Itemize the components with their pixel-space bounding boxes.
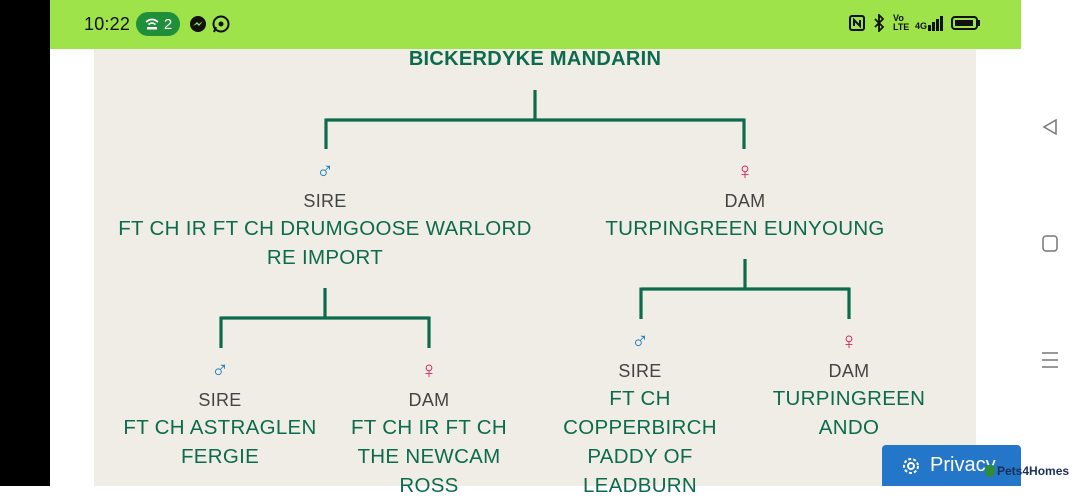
dam-role-label: DAM <box>724 191 766 211</box>
female-symbol-icon: ♀ <box>420 357 438 384</box>
sire-name-line1: FT CH IR FT CH DRUMGOOSE WARLORD <box>118 217 532 240</box>
menu-lines-icon[interactable] <box>1041 351 1059 369</box>
signal-4g-icon: 4G <box>914 15 943 31</box>
brand-watermark: Pets4Homes <box>985 464 1069 478</box>
privacy-button[interactable]: Privacy <box>882 445 1021 486</box>
hotspot-count: 2 <box>163 15 173 33</box>
home-square-icon[interactable] <box>1042 235 1058 252</box>
pedigree-panel: BICKERDYKE MANDARIN ♂ SIRE FT CH IR FT C… <box>94 48 976 497</box>
female-symbol-icon: ♀ <box>736 158 754 185</box>
sire-sire-role-label: SIRE <box>198 390 242 410</box>
left-edge-bar <box>0 0 50 486</box>
hotspot-badge: 2 <box>136 12 180 36</box>
dam-dam-name-line1: TURPINGREEN <box>772 387 926 410</box>
gear-icon <box>903 457 919 474</box>
brand-text: Pets4Homes <box>997 464 1070 478</box>
dam-name-line1: TURPINGREEN EUNYOUNG <box>605 217 885 240</box>
navigation-bar <box>1021 0 1080 486</box>
dam-sire-name-line3: PADDY OF <box>587 445 693 468</box>
root-dog-name: BICKERDYKE MANDARIN <box>408 48 662 70</box>
status-bar: 10:22 2 Vo LTE 4G <box>50 0 1021 49</box>
male-symbol-icon: ♂ <box>211 357 229 384</box>
back-triangle-icon[interactable] <box>1041 118 1059 136</box>
right-status-icons: Vo LTE 4G <box>848 13 981 32</box>
privacy-label: Privacy <box>930 454 996 476</box>
wifi-hotspot-icon <box>145 18 159 30</box>
status-time: 10:22 <box>84 14 131 34</box>
messenger-icon <box>190 16 206 32</box>
male-symbol-icon: ♂ <box>316 158 334 185</box>
male-symbol-icon: ♂ <box>631 328 649 355</box>
sire-sire-name-line2: FERGIE <box>180 445 260 468</box>
whatsapp-icon <box>212 15 230 33</box>
sire-dam-name-line1: FT CH IR FT CH <box>350 416 508 439</box>
pedigree-connector-lines <box>219 90 851 348</box>
volte-icon: Vo LTE <box>892 13 910 32</box>
dam-sire-name-line2: COPPERBIRCH <box>563 416 717 439</box>
dam-dam-role-label: DAM <box>828 361 870 381</box>
sire-dam-role-label: DAM <box>408 390 450 410</box>
sire-dam-name-line2: THE NEWCAM <box>357 445 501 468</box>
bluetooth-icon <box>874 14 885 32</box>
battery-icon <box>951 16 980 30</box>
dam-sire-name-line1: FT CH <box>609 387 671 410</box>
dam-dam-name-line2: ANDO <box>818 416 880 439</box>
female-symbol-icon: ♀ <box>840 328 858 355</box>
sire-role-label: SIRE <box>303 191 347 211</box>
sire-name-line2: RE IMPORT <box>266 246 384 269</box>
nfc-icon <box>848 15 865 31</box>
signal-4g-label: 4G <box>914 20 927 31</box>
dam-sire-role-label: SIRE <box>618 361 662 381</box>
sire-sire-name-line1: FT CH ASTRAGLEN <box>123 416 317 439</box>
pets4homes-logo-icon <box>985 465 995 477</box>
